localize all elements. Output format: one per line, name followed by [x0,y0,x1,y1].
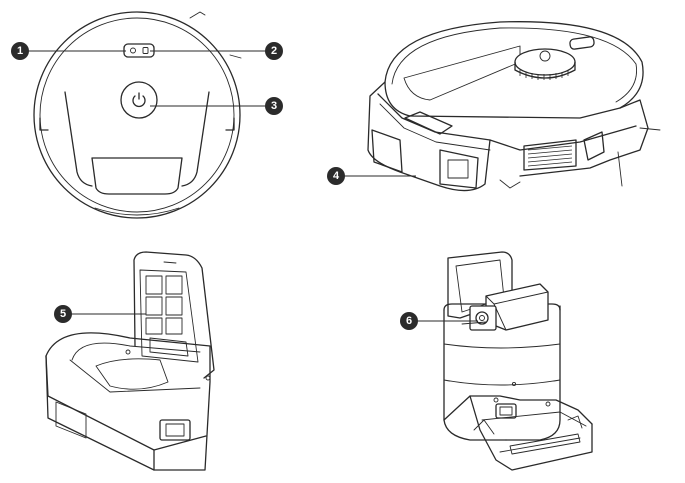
station-dust-bag [470,284,548,330]
power-icon [133,93,145,106]
robot-top-view [34,12,241,218]
docking-station-view [444,252,592,470]
callout-number: 4 [333,170,340,182]
dust-bin-filter [146,276,182,334]
callout-4: 4 [327,167,416,185]
callout-number: 3 [271,100,277,112]
callout-number: 6 [406,315,412,327]
callout-1: 1 [11,42,126,60]
callout-number: 1 [17,45,23,57]
dust-bin-open-view [46,252,214,470]
callout-2: 2 [150,42,283,60]
callout-6: 6 [400,312,478,330]
robot-side-dust-bin [372,130,478,188]
callout-5: 5 [54,305,146,323]
robot-perspective-view [368,22,660,191]
callout-number: 5 [60,308,66,320]
robot-lidar-cover [121,82,157,118]
callout-number: 2 [271,45,277,57]
robot-top-buttons [124,44,154,57]
callout-3: 3 [150,97,283,115]
